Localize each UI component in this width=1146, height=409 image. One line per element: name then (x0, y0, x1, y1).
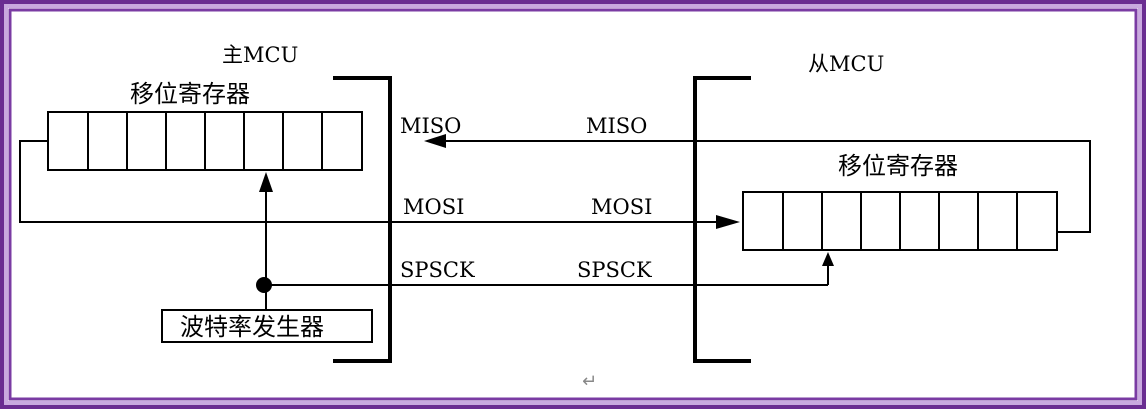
clock-arrowhead (259, 172, 273, 192)
master-miso-label: MISO (400, 114, 461, 138)
slave-mosi-label: MOSI (591, 195, 652, 219)
return-mark: ↵ (582, 371, 597, 392)
slave-register-label: 移位寄存器 (838, 152, 958, 180)
slave-shift-register (742, 191, 1058, 251)
master-title: 主MCU (222, 43, 298, 67)
clock-junction-dot (256, 277, 272, 293)
border-inner (8, 8, 1138, 401)
mosi-line (19, 140, 720, 223)
miso-arrowhead (424, 134, 446, 148)
slave-miso-label: MISO (586, 114, 647, 138)
slave-title: 从MCU (808, 52, 884, 76)
slave-spsck-label: SPSCK (577, 258, 652, 282)
master-bracket (333, 76, 392, 363)
master-register-label: 移位寄存器 (130, 80, 250, 108)
baud-generator-label: 波特率发生器 (180, 313, 324, 341)
slave-bracket (693, 76, 751, 363)
mosi-arrowhead (716, 215, 740, 229)
baud-generator-box (161, 309, 373, 343)
master-mosi-label: MOSI (403, 195, 464, 219)
spsck-slave-arrowhead (822, 252, 834, 266)
miso-line (440, 140, 1091, 233)
border-mid (4, 4, 1142, 405)
master-spsck-label: SPSCK (400, 258, 475, 282)
master-shift-register (47, 111, 363, 171)
